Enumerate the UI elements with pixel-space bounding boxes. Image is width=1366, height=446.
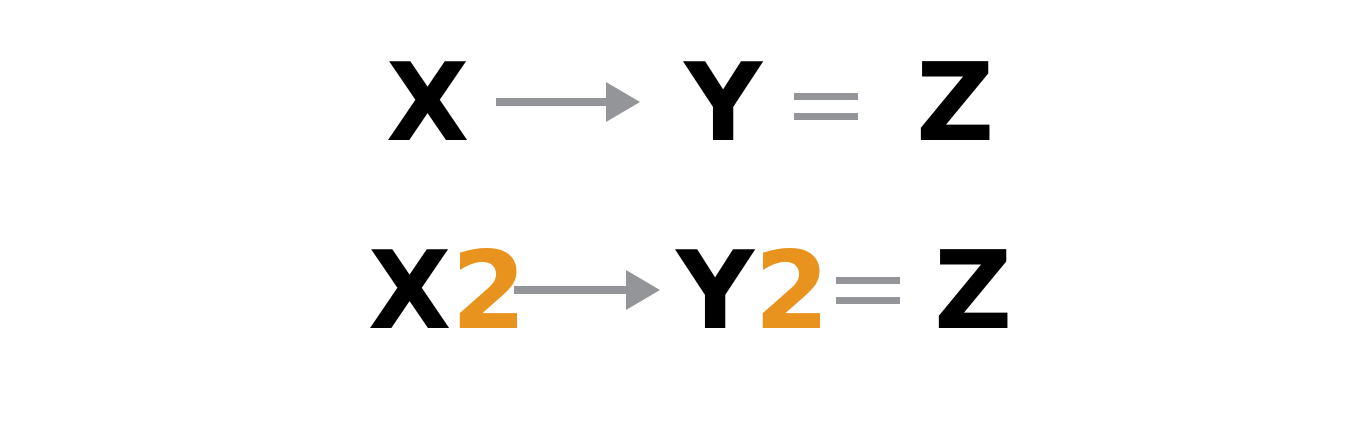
row1-arrow-shaft [496,98,610,106]
row2-arrow-shaft [514,286,630,294]
row2-left-symbol: X [368,229,452,354]
row2-middle-index: 2 [754,229,830,354]
row2-equals-bottom-bar [836,297,900,304]
row1-middle-term: Y [684,50,762,158]
row2-left-index: 2 [451,229,527,354]
row2-arrow-icon [514,270,662,310]
row2-equals-top-bar [836,277,900,284]
row1-equals-top-bar [794,93,858,100]
row1-right-term: Z [916,41,995,166]
row2-left-term: X2 [368,238,526,346]
row1-left-symbol: X [386,41,470,166]
row2-middle-term: Y2 [676,238,829,346]
row1-arrow-head [606,82,640,122]
row2-right-term: Z [934,229,1013,354]
row1-equals-bottom-bar [794,113,858,120]
row1-left-term: X [386,50,469,158]
row1-middle-symbol: Y [684,41,763,166]
row2-equals-icon [836,277,900,304]
row1-equals-icon [794,93,858,120]
row1-arrow-icon [496,82,642,122]
row2-arrow-head [626,270,660,310]
row2-middle-symbol: Y [676,229,755,354]
